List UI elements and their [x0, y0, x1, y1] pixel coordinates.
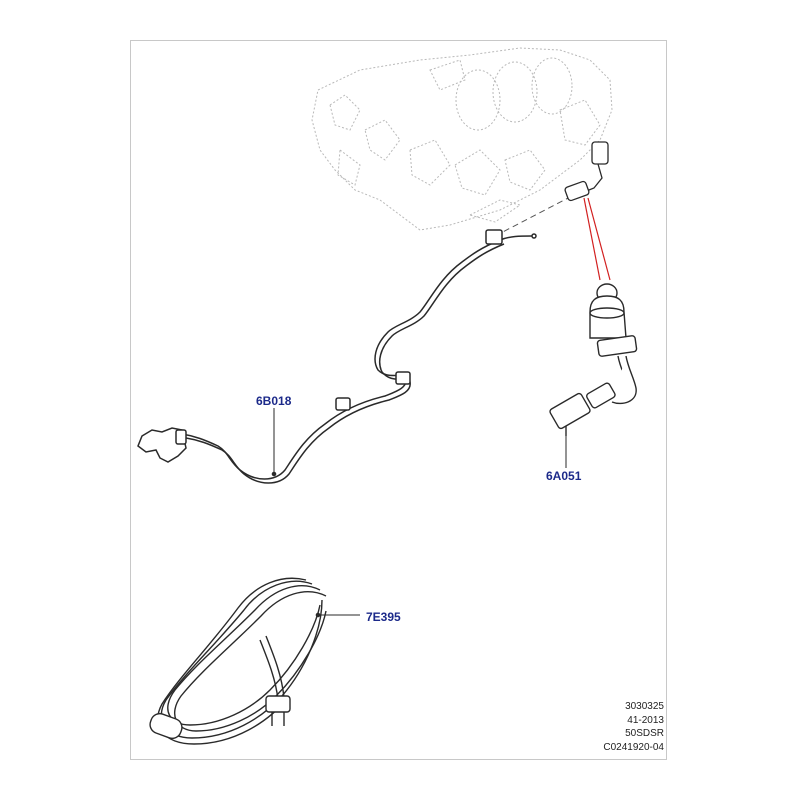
reference-block: 3030325 41-2013 50SDSR C0241920-04 [560, 700, 664, 754]
installed-heater-element [564, 141, 609, 202]
part-label-cord: 7E395 [366, 610, 401, 624]
part-label-harness: 6B018 [256, 394, 292, 408]
harness-6B018-illustration [137, 229, 537, 484]
heater-6A051-illustration [549, 283, 638, 436]
part-label-heater: 6A051 [546, 469, 582, 483]
reference-line-1: 3030325 [625, 701, 664, 712]
connection-dashed-line [494, 195, 573, 237]
reference-line-4: C0241920-04 [603, 741, 664, 753]
cord-7E395-illustration [149, 577, 327, 745]
detail-leader-lines [583, 197, 611, 281]
reference-line-3: 50SDSR [625, 728, 664, 739]
engine-block-illustration [311, 47, 613, 231]
reference-line-2: 41-2013 [627, 714, 664, 726]
callout-leaders [271, 408, 567, 618]
